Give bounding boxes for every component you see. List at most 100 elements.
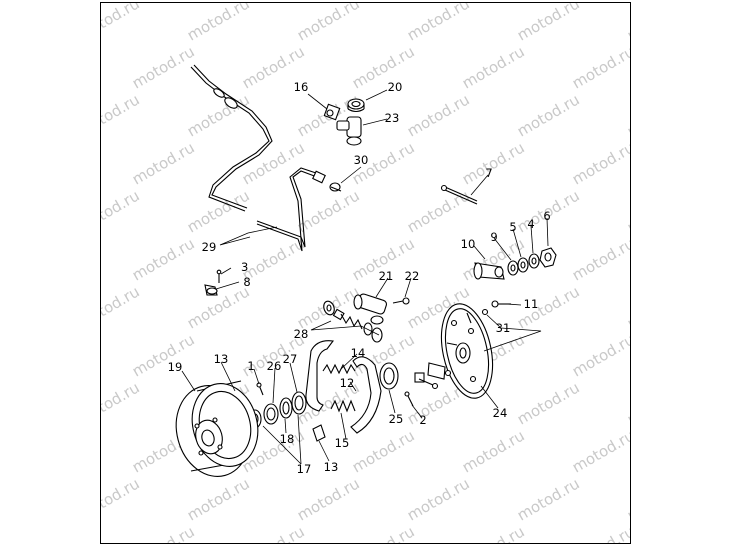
- brake-shoe-lower: [350, 356, 382, 434]
- watermark-text: motod.ru: [101, 474, 143, 524]
- watermark-text: motod.ru: [129, 42, 198, 92]
- callout-label: 21: [379, 269, 394, 283]
- callout-label: 7: [485, 166, 492, 180]
- watermark-text: motod.ru: [101, 90, 143, 140]
- tee-connector-23: [336, 116, 362, 146]
- backing-plate-24: [440, 303, 494, 399]
- callout-labels: 1 2 3 4 5 6 7 8 9 10 11 12 13 13 14 15 1…: [168, 80, 551, 476]
- watermark-text: motod.ru: [404, 186, 473, 236]
- callout-label: 22: [405, 269, 420, 283]
- callout-label: 11: [524, 297, 539, 311]
- callout-label: 16: [294, 80, 309, 94]
- callout-label: 8: [243, 275, 250, 289]
- adjuster-bracket: [414, 362, 446, 390]
- watermark-text: motod.ru: [129, 522, 198, 544]
- watermark-text: motod.ru: [184, 282, 253, 332]
- screw-3: [216, 269, 222, 283]
- watermark-text: motod.ru: [349, 426, 418, 476]
- callout-label: 14: [351, 346, 366, 360]
- watermark-text: motod.ru: [514, 3, 583, 44]
- callout-label: 26: [267, 359, 282, 373]
- watermark-text: motod.ru: [101, 378, 143, 428]
- bleeder-22: [392, 297, 410, 305]
- spring-15: [330, 399, 356, 413]
- callout-label: 2: [419, 413, 426, 427]
- callout-label: 23: [385, 111, 400, 125]
- plug-25: [379, 362, 399, 390]
- callout-label: 27: [283, 352, 298, 366]
- watermark-text: motod.ru: [349, 522, 418, 544]
- brake-shoe-upper: [305, 340, 335, 412]
- watermark-text: motod.ru: [514, 90, 583, 140]
- watermark-text: motod.ru: [459, 522, 528, 544]
- watermark-text: motod.ru: [624, 186, 631, 236]
- watermark-text: motod.ru: [569, 42, 631, 92]
- watermark-text: motod.ru: [294, 3, 363, 44]
- adjuster-2: [404, 391, 414, 407]
- watermark-text: motod.ru: [239, 522, 308, 544]
- watermark-text: motod.ru: [459, 138, 528, 188]
- watermark-text: motod.ru: [624, 3, 631, 44]
- watermark-text: motod.ru: [129, 138, 198, 188]
- watermark-text: motod.ru: [624, 282, 631, 332]
- watermark-text: motod.ru: [129, 330, 198, 380]
- clip-13b: [312, 424, 326, 442]
- callout-label: 30: [354, 153, 369, 167]
- watermark-text: motod.ru: [624, 378, 631, 428]
- callout-label: 10: [461, 237, 476, 251]
- watermark-text: motod.ru: [404, 90, 473, 140]
- watermark-text: motod.ru: [349, 42, 418, 92]
- callout-label: 20: [388, 80, 403, 94]
- axle-bolt-10: [473, 262, 505, 280]
- watermark-text: motod.ru: [101, 3, 143, 44]
- bearing-27: [291, 391, 307, 415]
- callout-label: 17: [297, 462, 312, 476]
- watermark-text: motod.ru: [184, 474, 253, 524]
- cylinder-kit-28: [323, 300, 383, 343]
- watermark-text: motod.ru: [184, 3, 253, 44]
- watermark-text: motod.ru: [239, 138, 308, 188]
- callout-label: 5: [509, 220, 516, 234]
- watermark-text: motod.ru: [459, 426, 528, 476]
- callout-label: 28: [294, 327, 309, 341]
- watermark-text: motod.ru: [129, 234, 198, 284]
- callout-label: 1: [247, 359, 254, 373]
- callout-label: 24: [493, 406, 508, 420]
- watermark-text: motod.ru: [459, 42, 528, 92]
- watermark-text: motod.ru: [514, 378, 583, 428]
- callout-label: 12: [340, 376, 355, 390]
- bleeder-30: [329, 182, 342, 192]
- callout-label: 3: [241, 260, 248, 274]
- wheel-cylinder-21: [353, 293, 387, 325]
- callout-label: 15: [335, 436, 350, 450]
- callout-label: 18: [280, 432, 295, 446]
- bearing-26: [263, 403, 279, 425]
- callout-label: 13: [324, 460, 339, 474]
- watermark-text: motod.ru: [294, 474, 363, 524]
- watermark-text: motod.ru: [624, 90, 631, 140]
- washer-4: [528, 253, 540, 269]
- watermark-text: motod.ru: [184, 186, 253, 236]
- callout-label: 29: [202, 240, 217, 254]
- nut-6: [539, 247, 557, 268]
- watermark-text: motod.ru: [294, 186, 363, 236]
- watermark-text: motod.ru: [184, 90, 253, 140]
- watermark-text: motod.ru: [514, 474, 583, 524]
- bolt-11: [491, 300, 511, 308]
- watermark-text: motod.ru: [404, 474, 473, 524]
- callout-label: 25: [389, 412, 404, 426]
- callout-label: 31: [496, 321, 511, 335]
- screw-1: [256, 382, 264, 396]
- watermark-text: motod.ru: [404, 3, 473, 44]
- brake-drum-19: [175, 380, 259, 477]
- watermark-text: motod.ru: [569, 330, 631, 380]
- fitting-16: [323, 103, 341, 121]
- watermark-text: motod.ru: [624, 474, 631, 524]
- callout-label: 6: [543, 209, 550, 223]
- watermark-text: motod.ru: [569, 234, 631, 284]
- screw-31: [481, 308, 489, 316]
- leader-lines: [181, 89, 549, 465]
